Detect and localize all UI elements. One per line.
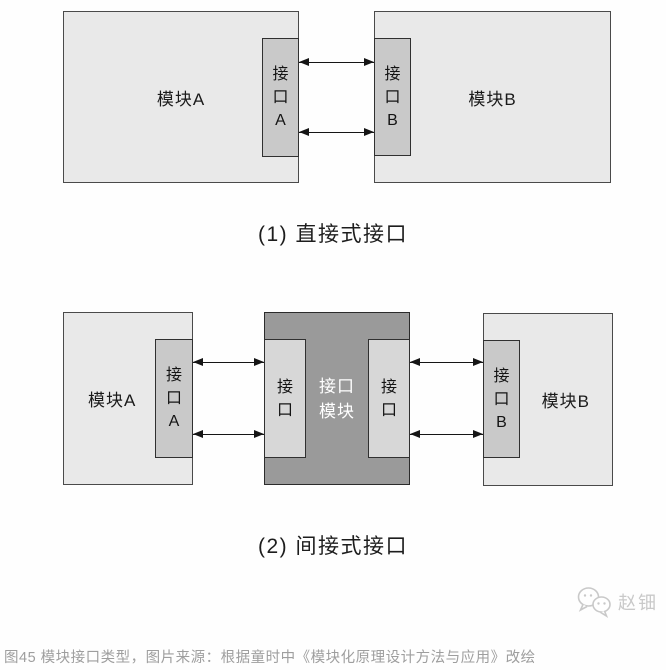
d2-inner-interface-right-box: 接 口: [368, 339, 410, 458]
watermark: 赵钿: [575, 584, 658, 620]
wechat-bubbles-icon: [575, 584, 615, 620]
d2-module-b-label: 模块B: [541, 392, 590, 411]
d2-interface-b-label: 接 口 B: [493, 367, 510, 431]
d2-module-a-label: 模块A: [88, 391, 137, 410]
d2-right-double-arrow-top: [410, 357, 483, 366]
d2-inner-interface-left-box: 接 口: [264, 339, 306, 458]
d2-interface-a-box: 接 口 A: [155, 339, 193, 458]
d1-interface-b-label: 接 口 B: [384, 65, 401, 129]
d1-caption: (1) 直接式接口: [258, 223, 408, 246]
watermark-text: 赵钿: [618, 593, 658, 613]
d1-module-a-box: 模块A: [63, 11, 299, 183]
d2-interface-b-box: 接 口 B: [483, 340, 520, 458]
d2-caption: (2) 间接式接口: [258, 535, 408, 558]
d1-double-arrow-top: [299, 57, 374, 66]
d2-inner-interface-left-label: 接 口: [276, 378, 293, 419]
d2-right-double-arrow-bottom: [410, 429, 483, 438]
d1-interface-a-label: 接 口 A: [272, 66, 289, 129]
figure-caption: 图45 模块接口类型，图片来源：根据童时中《模块化原理设计方法与应用》改绘: [4, 650, 536, 666]
d1-module-a-label: 模块A: [156, 89, 206, 109]
d1-double-arrow-bottom: [299, 127, 374, 136]
d1-interface-b-box: 接 口 B: [374, 38, 411, 156]
d2-left-double-arrow-bottom: [193, 429, 264, 438]
d2-inner-interface-right-label: 接 口: [380, 378, 397, 419]
d2-interface-module-label: 接口 模块: [319, 376, 355, 421]
d1-module-b-label: 模块B: [468, 89, 517, 109]
d2-interface-a-label: 接 口 A: [165, 367, 182, 430]
d1-interface-a-box: 接 口 A: [262, 38, 299, 157]
d2-left-double-arrow-top: [193, 357, 264, 366]
